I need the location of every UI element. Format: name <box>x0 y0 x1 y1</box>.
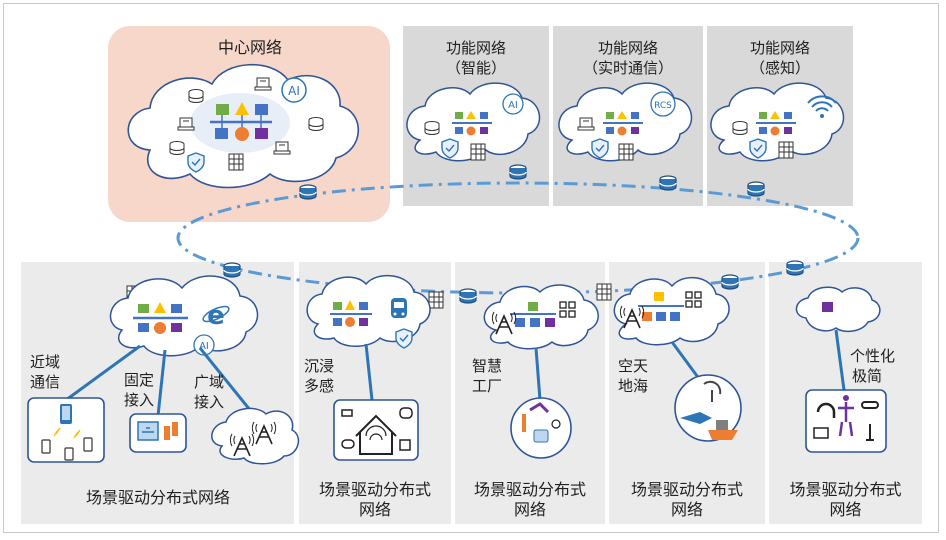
scenario-space-caption-2: 网络 <box>670 500 703 519</box>
wifi-icon <box>807 95 837 118</box>
shield-icon <box>395 328 413 349</box>
database-node-icon <box>509 164 527 180</box>
scenario-switch-group <box>638 292 684 321</box>
database-node-icon <box>721 274 739 290</box>
wide-access-label-1: 广域 <box>194 373 225 391</box>
space-label-2: 地海 <box>618 377 649 395</box>
func-ai-badge: AI <box>502 93 524 115</box>
scenario-main-cloud <box>109 275 259 357</box>
database-node-icon <box>747 181 765 197</box>
rack-icon <box>778 141 794 159</box>
wide-access-label-2: 接入 <box>194 393 225 411</box>
space-device-circle <box>674 374 742 442</box>
rack-icon <box>596 283 612 301</box>
database-node-icon <box>459 288 477 304</box>
factory-label-2: 工厂 <box>472 377 503 395</box>
svg-text:AI: AI <box>199 341 209 352</box>
space-label-1: 空天 <box>618 357 649 375</box>
database-node-icon <box>659 175 677 191</box>
storage-icon <box>732 121 748 135</box>
grid-apps-icon <box>559 301 576 318</box>
server-icon <box>577 117 595 131</box>
scenario-personal-cloud <box>795 286 881 333</box>
near-field-label-2: 通信 <box>30 373 61 391</box>
scenario-switch-group <box>330 300 372 327</box>
factory-label-1: 智慧 <box>472 357 503 375</box>
database-node-icon <box>786 260 804 276</box>
scenario-factory-caption-2: 网络 <box>513 500 546 519</box>
func-sensing-subtitle: （感知） <box>749 59 810 77</box>
personal-label-2: 极简 <box>852 367 883 385</box>
link-near-field <box>65 344 141 402</box>
near-field-label-1: 近域 <box>30 353 61 371</box>
personal-device-box <box>805 389 887 453</box>
server-icon <box>254 77 272 91</box>
svg-text:AI: AI <box>508 100 518 111</box>
link-personal <box>834 329 846 391</box>
scenario-immersive-caption-2: 网络 <box>358 500 391 519</box>
center-network-title: 中心网络 <box>217 38 282 57</box>
svg-text:RCS: RCS <box>654 101 672 111</box>
func-realtime-subtitle: （实时通信） <box>582 59 673 77</box>
center-switch-group <box>210 102 272 141</box>
browser-e-icon: e <box>202 301 230 331</box>
func-switch-group <box>756 111 796 136</box>
storage-icon <box>188 89 204 103</box>
immersive-device-box <box>333 399 419 461</box>
fixed-access-device-box <box>129 413 187 453</box>
server-icon <box>177 117 195 131</box>
rack-icon <box>470 143 486 161</box>
scenario-main-switch-group <box>133 302 188 334</box>
func-intelligent-subtitle: （智能） <box>445 59 506 77</box>
scenario-personal-caption-2: 网络 <box>829 500 862 519</box>
database-node-icon <box>223 262 241 278</box>
link-immersive <box>364 343 374 401</box>
scenario-immersive-caption-1: 场景驱动分布式 <box>318 480 431 499</box>
immersive-label-2: 多感 <box>304 377 335 395</box>
rack-icon <box>228 153 244 171</box>
grid-apps-icon <box>685 291 702 308</box>
link-factory <box>534 347 542 401</box>
scenario-main-caption: 场景驱动分布式网络 <box>85 488 230 507</box>
scenario-space-caption-1: 场景驱动分布式 <box>630 480 743 499</box>
link-fixed-access <box>156 349 167 417</box>
func-realtime-title: 功能网络 <box>597 39 658 57</box>
fixed-access-label-2: 接入 <box>124 391 155 409</box>
personal-label-1: 个性化 <box>850 347 896 365</box>
fixed-access-label-1: 固定 <box>124 371 155 389</box>
svg-text:e: e <box>207 301 225 331</box>
storage-icon <box>308 117 324 131</box>
scenario-factory-cloud <box>483 284 599 350</box>
rcs-badge: RCS <box>650 91 676 117</box>
scenario-factory-caption-1: 场景驱动分布式 <box>473 480 586 499</box>
scenario-ai-badge: AI <box>193 334 215 356</box>
server-icon <box>273 141 291 155</box>
scenario-personal-caption-1: 场景驱动分布式 <box>789 480 902 499</box>
rack-icon <box>428 291 444 309</box>
scenario-switch-group <box>510 302 556 327</box>
center-ai-badge: AI <box>281 77 307 103</box>
svg-text:AI: AI <box>288 84 300 98</box>
link-wide-access <box>198 347 252 411</box>
func-cloud-sensing <box>710 82 845 162</box>
figure-frame <box>3 3 939 533</box>
train-icon <box>391 298 407 318</box>
func-switch-group <box>603 111 643 136</box>
storage-icon <box>424 121 440 135</box>
func-sensing-title: 功能网络 <box>749 39 810 57</box>
factory-device-circle <box>510 397 572 459</box>
scenario-immersive-cloud <box>306 274 431 347</box>
near-field-device-box <box>27 397 105 463</box>
func-switch-group <box>452 111 492 136</box>
storage-icon <box>169 141 185 155</box>
immersive-label-1: 沉浸 <box>304 357 335 375</box>
rack-icon <box>618 143 634 161</box>
func-intelligent-title: 功能网络 <box>445 39 506 57</box>
backbone-ring <box>176 181 860 295</box>
link-space <box>670 341 702 381</box>
wide-access-cloud <box>211 407 300 465</box>
database-node-icon <box>299 184 317 200</box>
